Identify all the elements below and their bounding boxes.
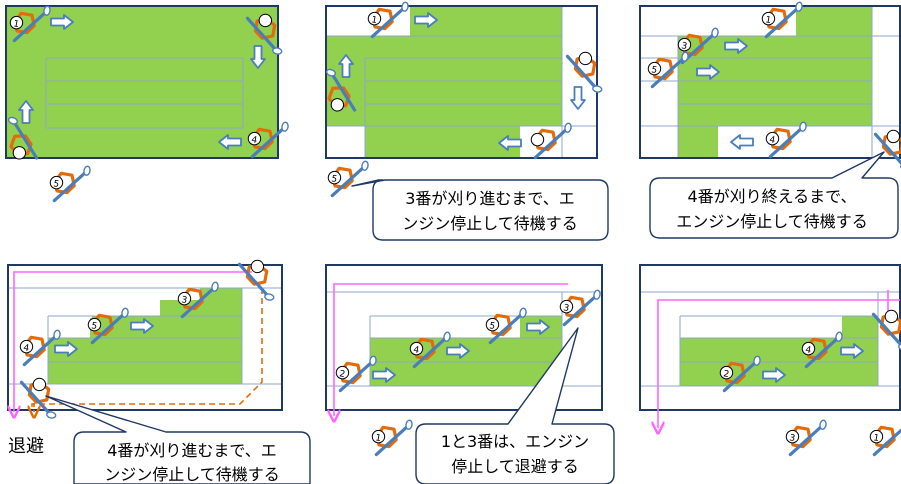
callout-wait-for-no4-advance: 4番が刈り進むまで、エ ンジン停止して待機する (45, 395, 311, 484)
panel-3: 1 3 5 4 4番が刈り終えるまで、 エンジン停止して待機する (639, 0, 901, 239)
callout-wait-for-no3: 3番が刈り進むまで、エ ンジン停止して待機する (351, 179, 609, 241)
operator-icon: 4 (243, 114, 291, 164)
svg-text:1: 1 (764, 15, 771, 26)
panel-1: 1 4 5 (0, 0, 291, 208)
operator-icon: 5 (643, 44, 691, 94)
svg-text:5: 5 (650, 65, 657, 76)
svg-text:4番が刈り終えるまで、: 4番が刈り終えるまで、 (687, 187, 856, 206)
operator-icon: 3 (173, 274, 221, 324)
panel-5: 3 5 4 2 1 1と3番は、エンジン 停止して退避する (325, 264, 615, 484)
callout-wait-for-no4-finish: 4番が刈り終えるまで、 エンジン停止して待機する (649, 151, 899, 239)
operator-icon: 4 (15, 322, 63, 372)
svg-text:4: 4 (412, 345, 420, 356)
panel-2: 1 5 3番が刈り進むまで、エ ンジン停止して待機する (313, 0, 610, 241)
operator-icon: 1 (865, 412, 901, 462)
operator-icon: 5 (481, 300, 529, 350)
svg-text:4: 4 (768, 135, 776, 146)
operator-icon: 1 (5, 0, 53, 48)
svg-text:ンジン停止して待機する: ンジン停止して待機する (402, 214, 578, 233)
panel-4: 3 5 4 退避 4番が刈り進むまで、エ ンジン停止して待機する (7, 255, 311, 484)
svg-text:3: 3 (180, 295, 187, 306)
svg-text:5: 5 (330, 174, 337, 185)
svg-text:4: 4 (804, 345, 812, 356)
operator-icon: 5 (323, 153, 371, 203)
svg-text:1: 1 (872, 433, 879, 444)
panel-6: 4 2 3 1 (639, 264, 901, 462)
svg-text:4: 4 (22, 343, 30, 354)
operator-icon: 4 (405, 324, 453, 374)
svg-text:5: 5 (488, 321, 495, 332)
svg-text:1: 1 (12, 19, 19, 30)
operator-icon: 4 (761, 114, 809, 164)
svg-text:2: 2 (722, 369, 729, 380)
svg-text:4番が刈り進むまで、エ: 4番が刈り進むまで、エ (107, 441, 277, 460)
svg-text:停止して退避する: 停止して退避する (451, 457, 579, 476)
operator-icon: 1 (757, 0, 805, 44)
svg-text:エンジン停止して待機する: エンジン停止して待機する (676, 212, 868, 231)
svg-text:4: 4 (250, 135, 258, 146)
svg-text:1: 1 (370, 15, 377, 26)
operator-icon: 5 (45, 158, 93, 208)
svg-text:3番が刈り進むまで、エ: 3番が刈り進むまで、エ (405, 189, 575, 208)
svg-text:5: 5 (52, 179, 59, 190)
operator-icon: 5 (83, 300, 131, 350)
svg-text:5: 5 (90, 321, 97, 332)
operator-icon: 1 (363, 0, 411, 44)
svg-text:3: 3 (562, 303, 569, 314)
operator-icon: 1 (367, 412, 415, 462)
svg-text:1と3番は、エンジン: 1と3番は、エンジン (441, 432, 589, 451)
operator-icon: 2 (715, 348, 763, 398)
svg-text:3: 3 (680, 41, 687, 52)
operator-icon: 3 (555, 282, 603, 332)
svg-text:3: 3 (788, 433, 795, 444)
evacuate-label: 退避 (8, 436, 44, 457)
svg-text:2: 2 (338, 369, 345, 380)
svg-text:1: 1 (374, 433, 381, 444)
svg-text:ンジン停止して待機する: ンジン停止して待機する (104, 465, 280, 484)
operator-icon: 3 (781, 412, 829, 462)
operator-icon: 4 (797, 324, 845, 374)
operator-icon: 3 (673, 20, 721, 70)
operator-icon: 2 (331, 348, 379, 398)
